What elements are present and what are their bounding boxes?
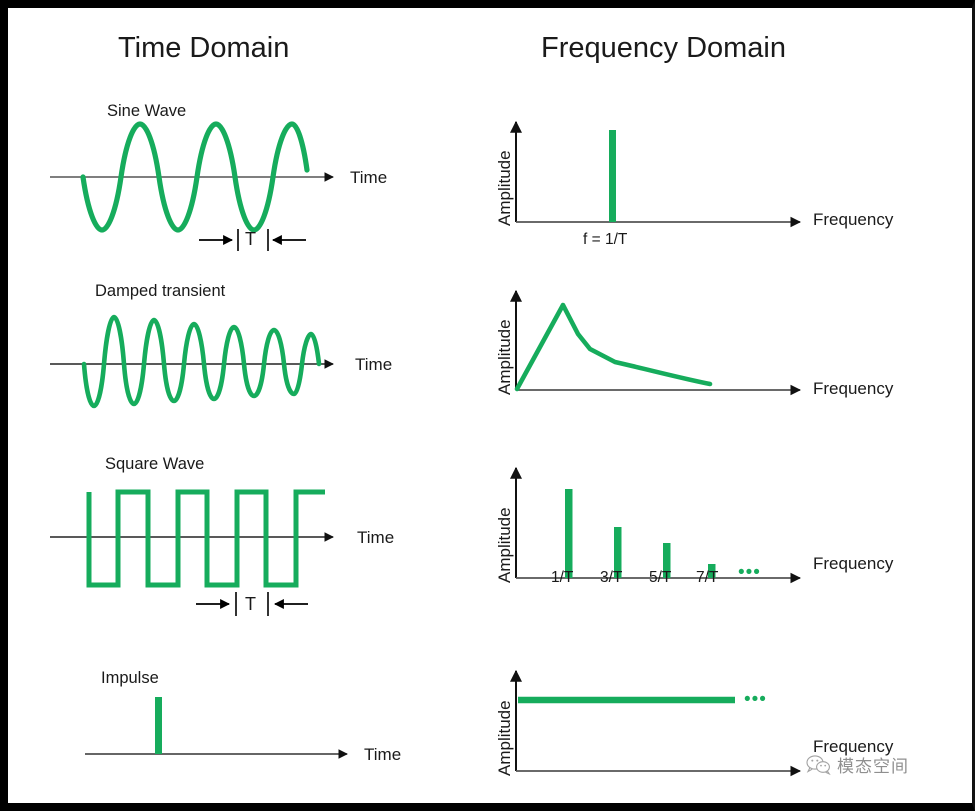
impulse-frequency-plot bbox=[510, 669, 802, 777]
amplitude-axis-label-square: Amplitude bbox=[495, 507, 514, 583]
tick-label-square-h5: 5/T bbox=[649, 569, 672, 586]
column-title-time-domain: Time Domain bbox=[118, 32, 290, 64]
frequency-axis-label-sine: Frequency bbox=[813, 210, 894, 229]
signal-name-damped-transient: Damped transient bbox=[95, 282, 226, 300]
damped-transient-frequency-plot bbox=[510, 289, 802, 396]
tick-label-sine-f1: f = 1/T bbox=[583, 231, 628, 248]
sine-wave-frequency-plot bbox=[510, 120, 802, 228]
spectral-line-h3 bbox=[614, 527, 622, 578]
time-axis-label-impulse: Time bbox=[364, 745, 402, 764]
sine-wave-curve bbox=[80, 121, 310, 233]
spectral-line-h5 bbox=[663, 543, 671, 578]
damped-transient-time-plot bbox=[50, 314, 334, 409]
impulse-spike bbox=[155, 697, 162, 754]
time-axis-label-square: Time bbox=[357, 528, 395, 547]
frequency-axis-label-square: Frequency bbox=[813, 554, 894, 573]
signal-name-square-wave: Square Wave bbox=[105, 455, 205, 473]
square-wave-time-plot bbox=[50, 489, 334, 588]
time-axis-label-damped: Time bbox=[355, 355, 393, 374]
damped-transient-curve bbox=[81, 314, 322, 409]
spectral-line-f1 bbox=[609, 130, 616, 222]
amplitude-axis-label-impulse: Amplitude bbox=[495, 700, 514, 776]
period-label-sine: T bbox=[245, 229, 256, 249]
ellipsis-square-spectrum: ••• bbox=[738, 562, 761, 583]
tick-label-square-h1: 1/T bbox=[551, 569, 574, 586]
time-axis-label-sine: Time bbox=[350, 168, 388, 187]
wechat-icon bbox=[806, 754, 831, 775]
sine-period-marker bbox=[199, 229, 306, 251]
period-label-square: T bbox=[245, 594, 256, 614]
frequency-axis-label-damped: Frequency bbox=[813, 379, 894, 398]
square-wave-frequency-plot bbox=[510, 466, 802, 584]
column-title-frequency-domain: Frequency Domain bbox=[541, 32, 786, 64]
tick-label-square-h3: 3/T bbox=[600, 569, 623, 586]
square-period-marker bbox=[196, 592, 308, 616]
square-wave-curve bbox=[86, 489, 325, 588]
spectral-line-h1 bbox=[565, 489, 573, 578]
frequency-axis-label-impulse: Frequency bbox=[813, 737, 894, 756]
amplitude-axis-label-sine: Amplitude bbox=[495, 150, 514, 226]
watermark-text: 模态空间 bbox=[837, 757, 909, 776]
tick-label-square-h7: 7/T bbox=[696, 569, 719, 586]
signal-name-sine-wave: Sine Wave bbox=[107, 102, 187, 120]
resonance-curve bbox=[514, 302, 713, 392]
spectral-line-h7 bbox=[708, 564, 716, 578]
impulse-time-plot bbox=[85, 697, 348, 759]
signal-name-impulse: Impulse bbox=[101, 669, 159, 687]
ellipsis-impulse-spectrum: ••• bbox=[744, 689, 767, 710]
amplitude-axis-label-damped: Amplitude bbox=[495, 319, 514, 395]
sine-wave-time-plot bbox=[50, 121, 334, 233]
watermark: 模态空间 bbox=[806, 752, 909, 777]
